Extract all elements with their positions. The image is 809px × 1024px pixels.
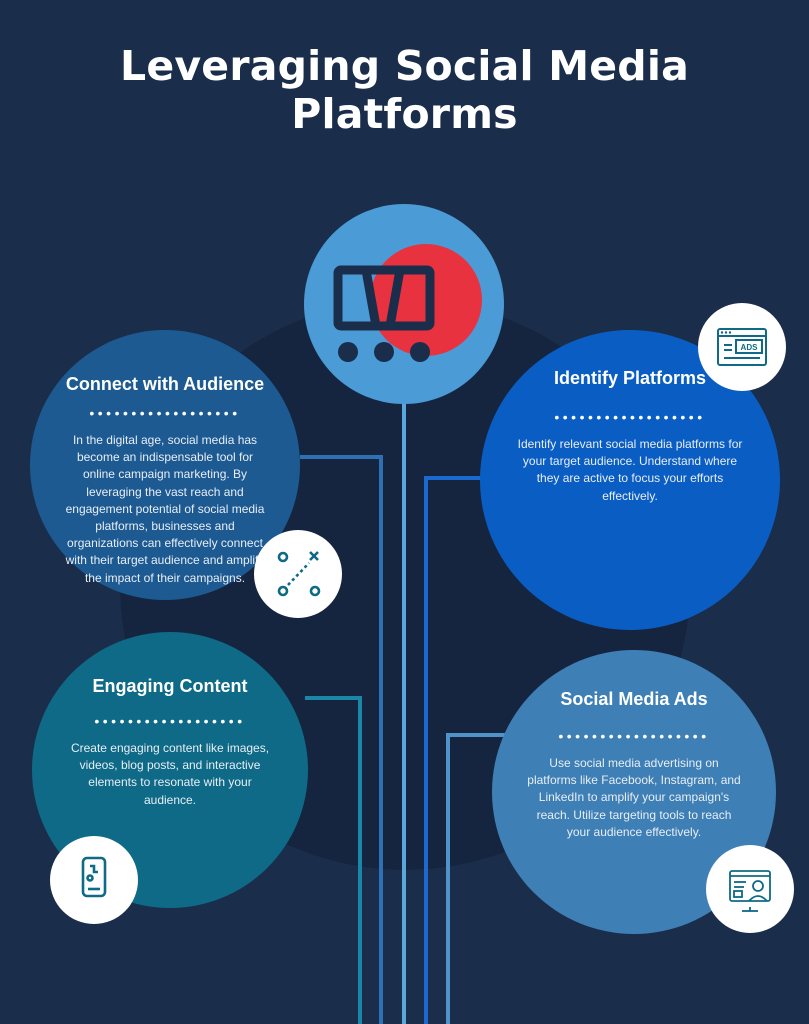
strategy-route-icon [277,551,321,597]
identify-card: Identify Platforms •••••••••••••••••• Id… [516,366,744,505]
connect-body: In the digital age, social media has bec… [65,433,265,585]
connect-card: Connect with Audience ••••••••••••••••••… [62,372,268,587]
identify-title: Identify Platforms [553,368,707,388]
engaging-card: Engaging Content •••••••••••••••••• Crea… [70,674,270,809]
ads-divider: •••••••••••••••••• [558,728,710,744]
connect-title: Connect with Audience [65,374,265,394]
ads-badge: ADS [698,303,786,391]
engaging-connector [305,696,362,1024]
identify-connector [424,476,500,1024]
ads-connector [446,733,505,1024]
engaging-title: Engaging Content [92,676,248,696]
ads-body: Use social media advertising on platform… [527,756,741,839]
identify-divider: •••••••••••••••••• [554,409,706,425]
online-presentation-icon [729,870,771,912]
ads-card: Social Media Ads •••••••••••••••••• Use … [526,687,742,841]
ads-title: Social Media Ads [560,689,708,709]
presentation-badge [706,845,794,933]
engaging-body: Create engaging content like images, vid… [70,741,270,807]
page-title: Leveraging Social Media Platforms [120,42,689,138]
ads-icon-text: ADS [741,343,759,352]
smartphone-icon [81,856,107,898]
connect-divider: •••••••••••••••••• [89,405,241,421]
phone-badge [50,836,138,924]
engaging-divider: •••••••••••••••••• [94,713,246,729]
connect-circle [30,330,300,600]
cart-icon [333,244,482,362]
ads-browser-icon: ADS [717,328,767,366]
identify-body: Identify relevant social media platforms… [517,437,743,503]
connect-connector [300,455,383,1024]
strategy-badge [254,530,342,618]
